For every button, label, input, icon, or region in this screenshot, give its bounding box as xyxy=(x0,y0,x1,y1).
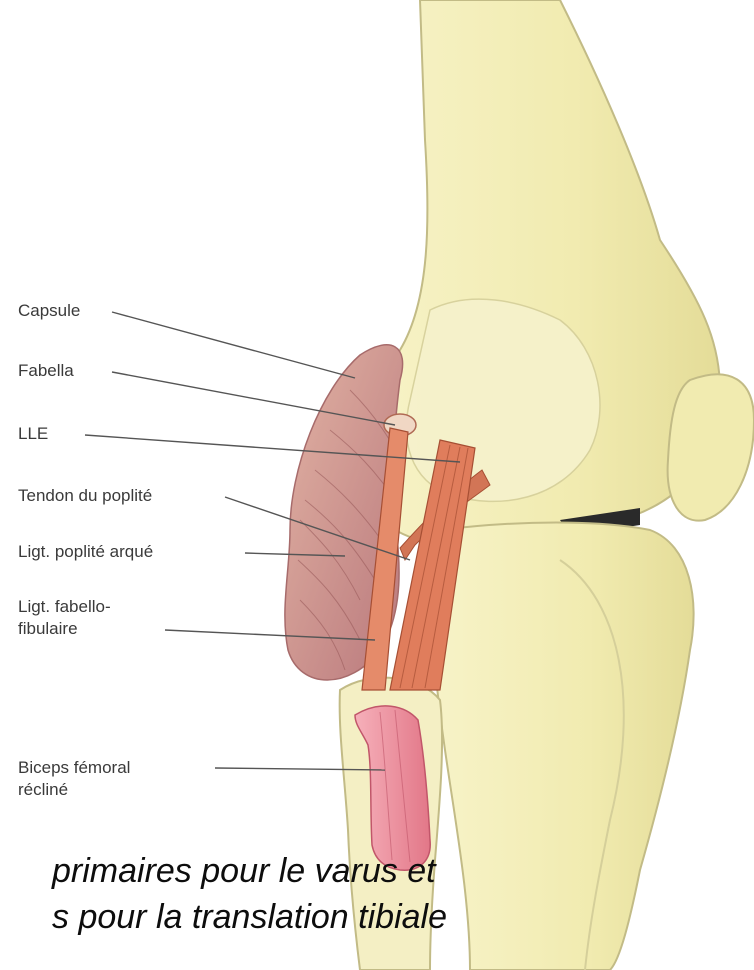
label-ligt-poplite-arque: Ligt. poplité arqué xyxy=(18,541,153,563)
caption-line-1: primaires pour le varus et xyxy=(52,852,436,891)
label-lle: LLE xyxy=(18,423,48,445)
tibia-bone xyxy=(432,523,693,970)
label-fabella: Fabella xyxy=(18,360,74,382)
label-capsule: Capsule xyxy=(18,300,80,322)
label-ligt-fabello-line1: Ligt. fabello- xyxy=(18,596,111,618)
label-ligt-fabello-line2: fibulaire xyxy=(18,618,111,640)
patella-bone xyxy=(668,374,754,520)
caption-line-2: s pour la translation tibiale xyxy=(52,898,447,937)
label-tendon-poplite: Tendon du poplité xyxy=(18,485,152,507)
label-biceps-line2: récliné xyxy=(18,779,130,801)
label-ligt-fabello-fibulaire: Ligt. fabello- fibulaire xyxy=(18,596,111,640)
label-biceps-femoral: Biceps fémoral récliné xyxy=(18,757,130,801)
label-biceps-line1: Biceps fémoral xyxy=(18,757,130,779)
